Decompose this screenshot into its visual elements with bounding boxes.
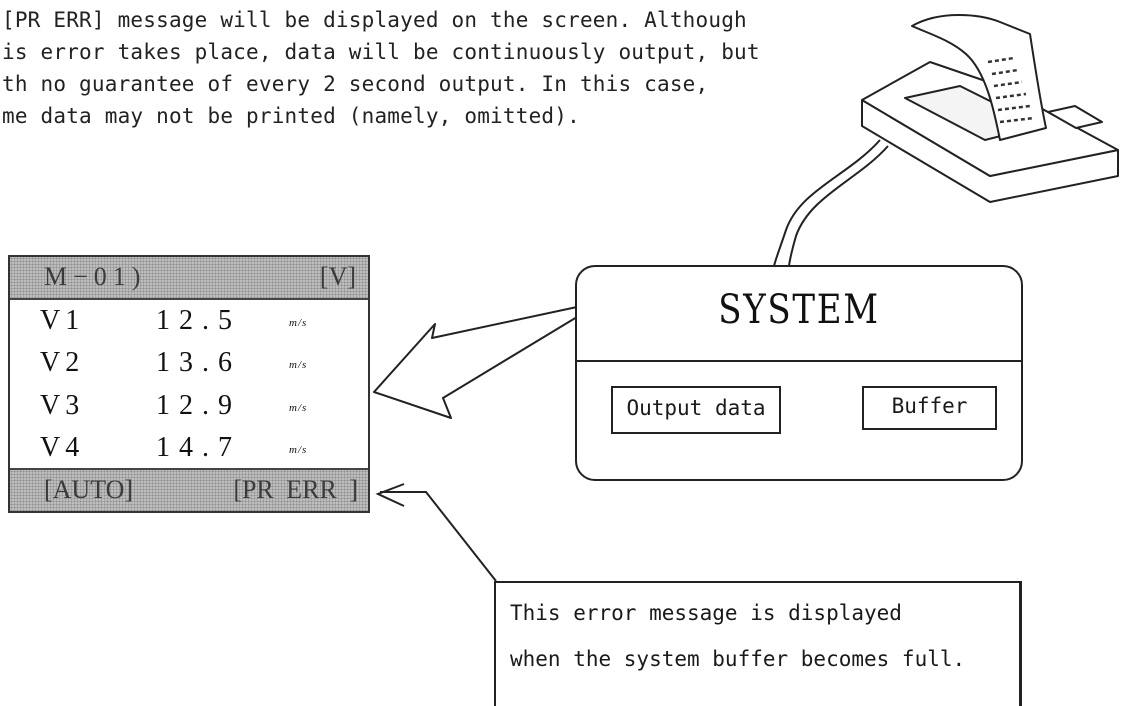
lcd-header: M−01) [V] [10,257,368,300]
printer-icon [861,14,1119,203]
system-box: SYSTEM Output data Buffer [575,265,1023,481]
system-divider [577,360,1021,362]
intro-line-2: is error takes place, data will be conti… [2,40,760,64]
intro-paragraph: [PR ERR] message will be displayed on th… [2,4,842,132]
lcd-row-unit: m/s [289,317,308,329]
lcd-row-label: V4 [40,432,85,463]
lcd-row: V3 12.9 m/s [10,388,368,430]
intro-line-4: me data may not be printed (namely, omit… [2,104,580,128]
lcd-row-label: V3 [40,390,85,421]
lcd-row-value: 12.5 [156,305,241,336]
intro-line-1: [PR ERR] message will be displayed on th… [2,8,747,32]
lcd-row: V1 12.5 m/s [10,303,368,345]
lcd-auto-indicator: [AUTO] [44,475,134,504]
output-data-box: Output data [611,386,781,434]
intro-line-3: th no guarantee of every 2 second output… [2,72,709,96]
lcd-row: V4 14.7 m/s [10,430,368,472]
printer-cable [773,139,889,267]
lcd-row-label: V1 [40,305,85,336]
lcd-unit-indicator: [V] [319,262,356,291]
lcd-row-label: V2 [40,347,85,378]
lcd-mode-label: M−01) [44,262,147,291]
system-title: SYSTEM [718,287,880,333]
note-line-2: when the system buffer becomes full. [510,647,966,671]
lcd-row-value: 13.6 [156,347,241,378]
lcd-row-value: 14.7 [156,432,241,463]
lcd-row-unit: m/s [289,402,308,414]
lcd-row-unit: m/s [289,444,308,456]
big-arrow-icon [373,306,578,419]
callout-leader [375,483,497,582]
buffer-box: Buffer [862,386,997,430]
note-line-1: This error message is displayed [510,601,902,625]
lcd-footer: [AUTO] [PR ERR ] [10,468,368,511]
lcd-row: V2 13.6 m/s [10,345,368,387]
error-note-callout: This error message is displayed when the… [494,581,1022,706]
lcd-row-value: 12.9 [156,390,241,421]
lcd-error-indicator: [PR ERR ] [233,475,358,504]
lcd-row-unit: m/s [289,359,308,371]
lcd-display: M−01) [V] V1 12.5 m/s V2 13.6 m/s V3 12.… [8,255,370,513]
